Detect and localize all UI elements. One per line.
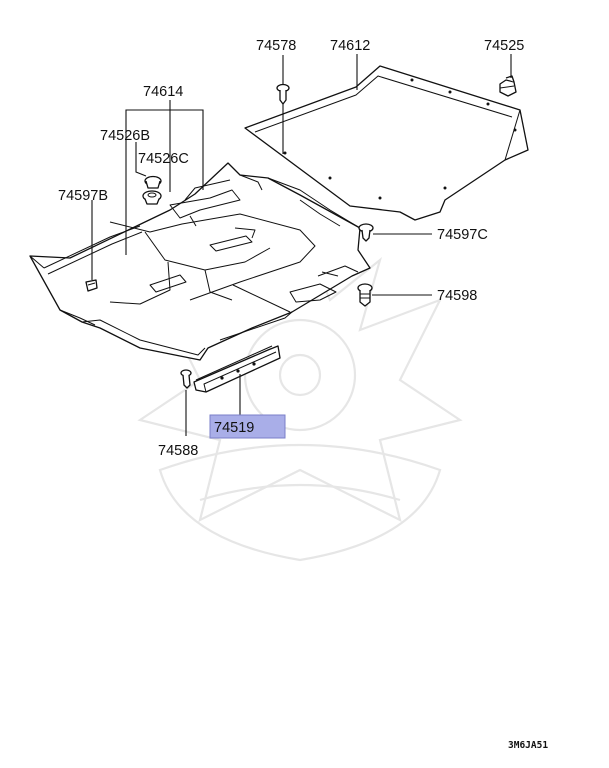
highlight-box-74519 [209,414,286,439]
clip-74597b-icon [85,279,98,292]
clip-74597c-icon [358,223,374,242]
screw-74598-icon [357,283,373,307]
label-74526c[interactable]: 74526C [138,151,189,167]
label-74597b[interactable]: 74597B [58,188,108,204]
grommet-74525-icon [499,75,517,97]
sill-bracket [193,345,281,393]
main-floor-carpet [29,162,371,361]
grommet-74526b-icon [142,190,162,205]
label-74526b[interactable]: 74526B [100,128,150,144]
label-74519[interactable]: 74519 [214,420,254,436]
label-74598[interactable]: 74598 [437,288,477,304]
leader-lines [91,54,512,436]
diagram-code: 3M6JA51 [508,740,548,751]
label-74614[interactable]: 74614 [143,84,183,100]
clip-74526c-icon [144,175,162,189]
clip-74578-icon [276,83,290,105]
label-74578[interactable]: 74578 [256,38,296,54]
label-74588[interactable]: 74588 [158,443,198,459]
label-74597c[interactable]: 74597C [437,227,488,243]
label-74525[interactable]: 74525 [484,38,524,54]
rear-mat-panel [244,65,529,221]
screw-74588-icon [180,369,192,389]
label-74612[interactable]: 74612 [330,38,370,54]
